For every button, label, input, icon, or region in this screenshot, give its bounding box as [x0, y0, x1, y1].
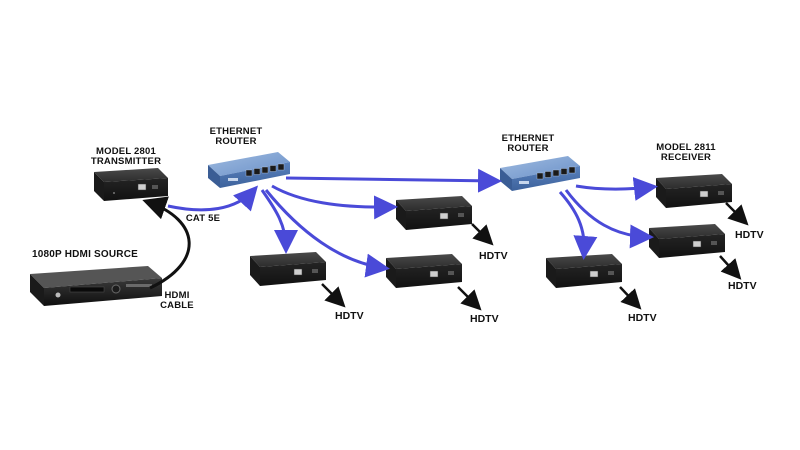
hdtv-arrow-6 — [719, 255, 742, 280]
receiver-box-c — [386, 254, 462, 288]
hdtv-arrow-3 — [471, 223, 494, 246]
receiver-box-d — [656, 174, 732, 208]
hdtv-label-6: HDTV — [728, 280, 757, 292]
receiver-box-f — [546, 254, 622, 288]
receiver-box-e — [649, 224, 725, 258]
router-2-device — [500, 156, 580, 191]
hdtv-label-3: HDTV — [479, 250, 508, 262]
router-link-arrow — [285, 168, 502, 193]
receiver-box-a — [250, 252, 326, 286]
router1-to-receiver-c — [264, 189, 390, 278]
router2-to-receiver-f — [558, 191, 598, 260]
connection-arrows — [142, 168, 658, 290]
hdtv-label-1: HDTV — [335, 310, 364, 322]
hdtv-label-4: HDTV — [628, 312, 657, 324]
hdtv-arrow-4 — [619, 286, 642, 310]
hdtv-label-2: HDTV — [470, 313, 499, 325]
hdtv-arrow-5 — [725, 202, 749, 226]
cat5e-label: CAT 5E — [185, 213, 221, 224]
router1-to-receiver-b — [271, 184, 398, 220]
hdtv-arrow-2 — [457, 286, 482, 311]
hdmi-source-device — [30, 266, 162, 306]
transmitter-device — [94, 168, 168, 201]
router1-to-receiver-a — [260, 189, 298, 254]
hdmi-cable-arrow — [142, 196, 191, 290]
router-1-device — [208, 152, 290, 188]
router-1-label: ETHERNET ROUTER — [209, 126, 263, 147]
hdmi-cable-label: HDMI CABLE — [160, 290, 194, 311]
transmitter-label: MODEL 2801 TRANSMITTER — [90, 146, 162, 167]
router-2-label: ETHERNET ROUTER — [501, 133, 555, 154]
hdtv-label-5: HDTV — [735, 229, 764, 241]
hdtv-output-arrows — [321, 202, 749, 311]
receiver-box-b — [396, 196, 472, 230]
router2-to-receiver-e — [564, 189, 654, 249]
receivers-group — [250, 174, 732, 288]
source-label: 1080P HDMI SOURCE — [31, 249, 139, 260]
cat5e-arrow — [167, 185, 259, 212]
router2-to-receiver-d — [575, 177, 658, 201]
receiver-label: MODEL 2811 RECEIVER — [656, 142, 716, 163]
hdtv-arrow-1 — [321, 283, 346, 308]
